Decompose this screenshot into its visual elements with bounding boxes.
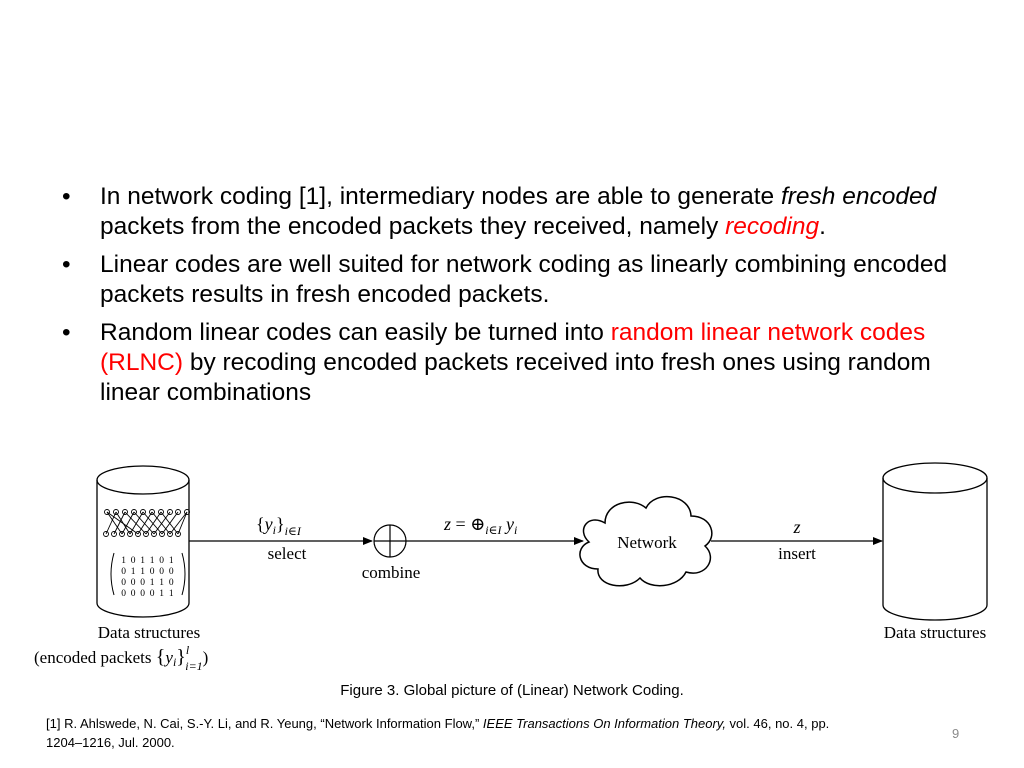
page-number: 9 (952, 726, 960, 741)
reference-citation: [1] R. Ahlswede, N. Cai, S.-Y. Li, and R… (46, 714, 866, 752)
network-cloud-icon (579, 495, 713, 587)
network-label: Network (617, 533, 677, 552)
bullet-list: In network coding [1], intermediary node… (62, 182, 962, 416)
combine-label: combine (362, 563, 421, 582)
bullet-2-text: Linear codes are well suited for network… (100, 251, 948, 308)
select-label: select (268, 544, 307, 563)
xor-combine-icon (373, 524, 407, 558)
matrix-row-2: 0 1 1 0 0 0 (121, 567, 175, 577)
bullet-1-text-b: packets from the encoded packets they re… (100, 213, 726, 240)
bullet-1-text-a: In network coding [1], intermediary node… (100, 183, 781, 210)
select-set-formula: {yi}i∈I (256, 514, 302, 538)
combination-formula: z = ⊕i∈I yi (443, 514, 517, 537)
bullet-1: In network coding [1], intermediary node… (62, 182, 962, 242)
left-data-structures-label: Data structures (98, 623, 200, 642)
right-data-structures-label: Data structures (884, 623, 986, 642)
matrix-row-4: 0 0 0 0 1 1 (121, 589, 175, 599)
bullet-1-fresh-encoded: fresh encoded (780, 183, 937, 210)
network-coding-diagram: 1 0 1 1 0 1 0 1 1 0 0 0 0 0 0 1 1 0 0 0 … (34, 462, 988, 673)
insert-label: insert (778, 544, 816, 563)
bullet-3-text-a: Random linear codes can easily be turned… (100, 319, 611, 346)
matrix-row-1: 1 0 1 1 0 1 (121, 556, 175, 566)
right-database-cylinder (882, 462, 988, 621)
reference-journal: IEEE Transactions On Information Theory, (482, 716, 726, 731)
bullet-1-recoding: recoding (725, 213, 820, 240)
bullet-2: Linear codes are well suited for network… (62, 250, 962, 310)
reference-details: vol. 46, no. 4, pp. 1204–1216, Jul. 2000… (46, 716, 830, 750)
bullet-3: Random linear codes can easily be turned… (62, 318, 962, 408)
figure-caption: Figure 3. Global picture of (Linear) Net… (340, 682, 684, 699)
left-database-cylinder (96, 465, 190, 618)
bullet-3-text-b: by recoding encoded packets received int… (100, 349, 931, 406)
encoded-graph-icon (103, 509, 190, 537)
bullet-1-period: . (819, 213, 826, 240)
coding-matrix: 1 0 1 1 0 1 0 1 1 0 0 0 0 0 0 1 1 0 0 0 … (110, 552, 186, 599)
insert-variable: z (792, 517, 800, 537)
reference-authors: [1] R. Ahlswede, N. Cai, S.-Y. Li, and R… (46, 716, 483, 731)
matrix-row-3: 0 0 0 1 1 0 (121, 578, 175, 588)
bullet-3-rlnc: random linear network codes (RLNC) (100, 319, 926, 376)
